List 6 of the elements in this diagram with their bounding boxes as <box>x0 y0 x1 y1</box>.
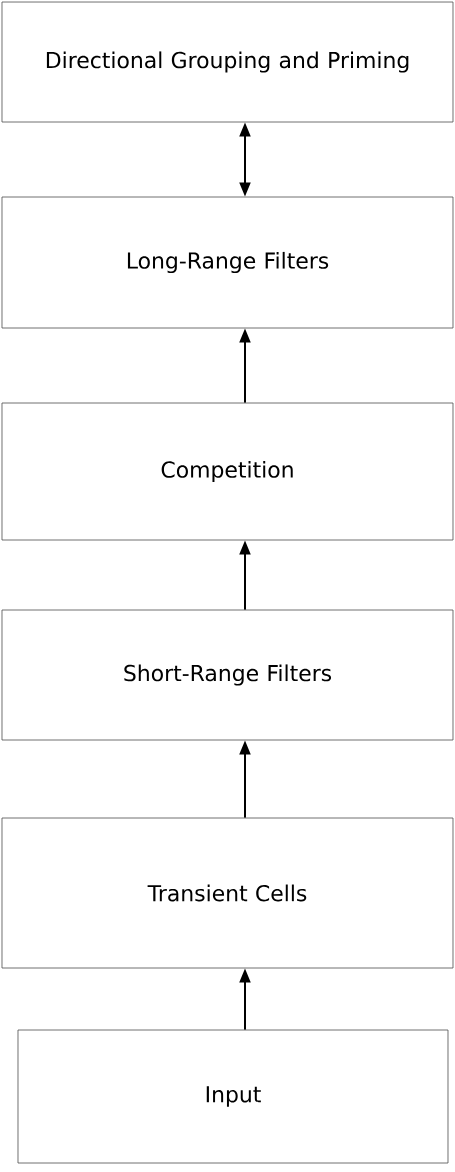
process-box: Input <box>17 1029 449 1164</box>
process-box: Competition <box>1 402 454 541</box>
process-box: Long-Range Filters <box>1 196 454 329</box>
process-box: Directional Grouping and Priming <box>1 1 454 123</box>
process-box: Transient Cells <box>1 817 454 969</box>
process-box: Short-Range Filters <box>1 609 454 741</box>
